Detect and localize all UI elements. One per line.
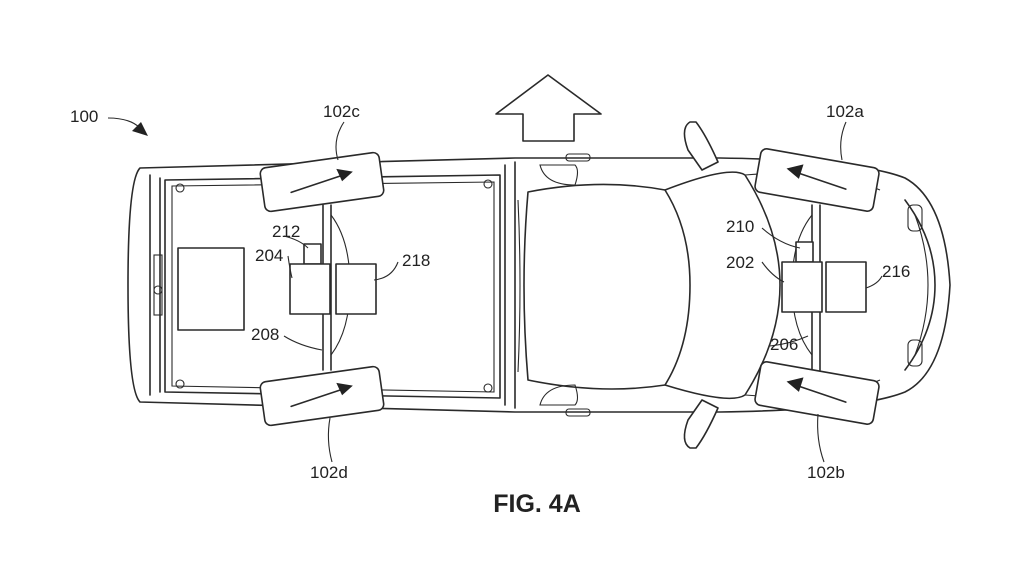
mirror-bottom — [683, 399, 719, 449]
label-wheel-front-right: 102b — [807, 463, 845, 482]
cargo-box — [177, 247, 245, 331]
label-wheel-rear-right: 102d — [310, 463, 348, 482]
label-front-controller: 216 — [882, 262, 910, 281]
rear-actuator-box — [289, 263, 331, 315]
direction-arrow — [495, 74, 602, 142]
label-wheel-front-left: 102a — [826, 102, 864, 121]
vehicle-body — [127, 121, 951, 449]
label-rear-sensor: 212 — [272, 222, 300, 241]
wheel-rear-left — [259, 151, 385, 213]
front-actuator-box — [781, 261, 823, 313]
figure-caption: FIG. 4A — [493, 490, 581, 518]
label-vehicle: 100 — [70, 107, 98, 126]
front-sensor-box — [795, 241, 814, 263]
label-front-actuator: 202 — [726, 253, 754, 272]
rear-controller-box — [335, 263, 377, 315]
mirror-top — [683, 121, 719, 171]
front-controller-box — [825, 261, 867, 313]
label-wheel-rear-left: 102c — [323, 102, 360, 121]
wheel-front-right — [754, 361, 880, 425]
label-rear-actuator: 204 — [255, 246, 283, 265]
front-axle-assembly — [781, 204, 867, 371]
wheel-rear-right — [259, 365, 385, 427]
label-front-axle: 206 — [770, 335, 798, 354]
label-front-sensor: 210 — [726, 217, 754, 236]
leader-lines — [107, 117, 883, 463]
label-rear-controller: 218 — [402, 251, 430, 270]
rear-axle-assembly — [289, 204, 377, 371]
label-rear-axle: 208 — [251, 325, 279, 344]
wheel-front-left — [754, 148, 880, 212]
